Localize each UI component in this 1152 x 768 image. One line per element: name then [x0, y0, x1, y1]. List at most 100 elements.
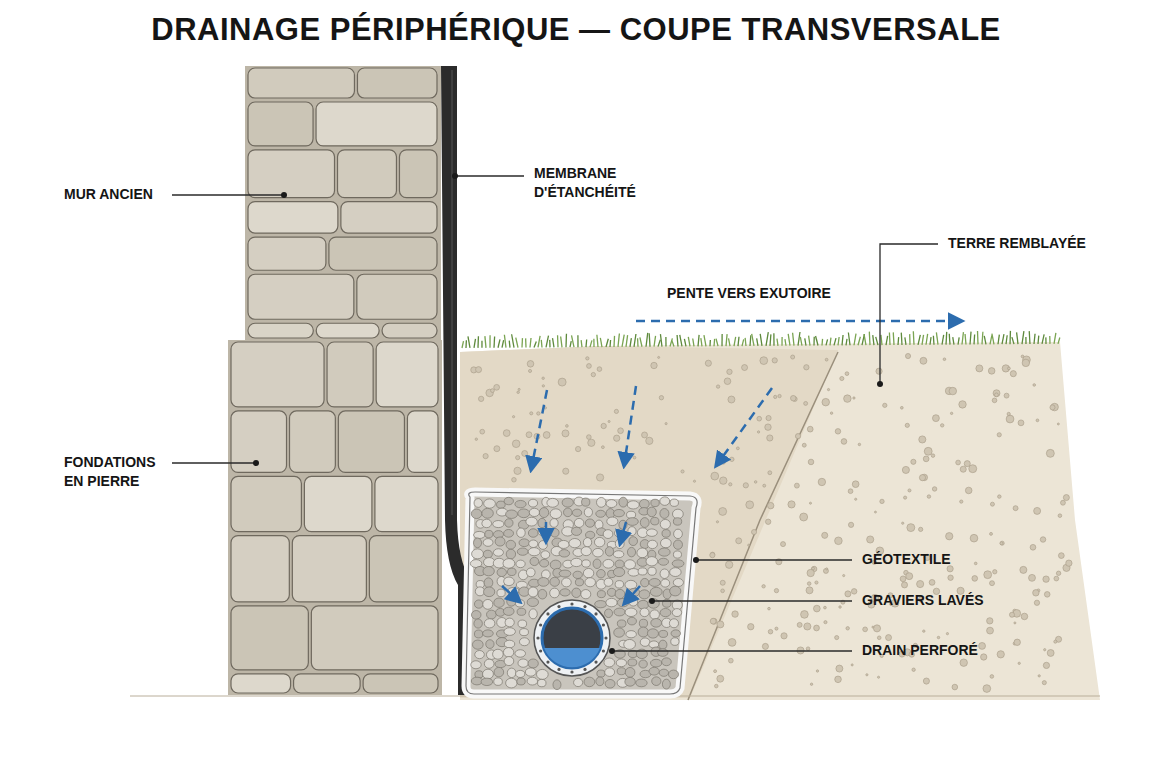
- pebble: [633, 456, 636, 459]
- grass-blade: [821, 339, 823, 346]
- pebble: [774, 588, 778, 592]
- pebble: [527, 361, 534, 368]
- gravel-stone: [538, 679, 546, 686]
- pebble: [970, 534, 978, 542]
- pebble: [900, 406, 903, 409]
- pebble: [767, 435, 773, 441]
- pebble: [981, 654, 987, 660]
- stone: [316, 323, 379, 338]
- trench-edge: [688, 352, 838, 700]
- pebble: [716, 385, 719, 388]
- pebble: [873, 625, 880, 632]
- grass-blade: [1034, 334, 1035, 344]
- gravel-stone: [507, 568, 516, 575]
- gravel-stone: [627, 511, 636, 518]
- grass-blade: [816, 336, 818, 346]
- gravel-stone: [483, 539, 493, 547]
- pebble: [781, 542, 786, 547]
- perforation: [602, 623, 605, 626]
- grass-blade: [649, 333, 651, 346]
- gravel-stone: [572, 588, 581, 598]
- part-label: PENTE VERS EXUTOIRE: [667, 284, 831, 303]
- pebble: [923, 630, 925, 632]
- grass-blade: [634, 334, 636, 347]
- gravel-stone: [585, 519, 594, 527]
- gravel-stone: [627, 501, 639, 509]
- gravel-stone: [518, 509, 530, 518]
- stone: [311, 606, 438, 670]
- grass-blade: [760, 334, 762, 346]
- pebble: [812, 567, 815, 570]
- grass-blade: [949, 334, 951, 345]
- gravel-stone: [648, 599, 660, 609]
- gravel-stone: [617, 620, 626, 627]
- leader-dots: [253, 173, 883, 654]
- gravel-stone: [603, 559, 614, 568]
- gravel-stone: [550, 560, 561, 569]
- gravel-stone: [673, 579, 683, 587]
- pebble: [813, 605, 820, 612]
- pebble: [720, 477, 727, 484]
- pebble: [823, 568, 828, 573]
- grass-blade: [1045, 337, 1046, 344]
- pebble: [904, 496, 907, 499]
- pebble: [591, 372, 595, 376]
- stone: [231, 342, 324, 407]
- pebble: [917, 580, 924, 587]
- gravel-stone: [658, 649, 668, 657]
- pebble: [866, 674, 868, 676]
- foundation-mortar: [228, 340, 442, 695]
- pebble: [1006, 415, 1014, 423]
- gravel-stone: [651, 499, 659, 506]
- pebble: [586, 357, 589, 360]
- pebble: [877, 636, 881, 640]
- pebble: [950, 412, 952, 414]
- pebble: [646, 437, 653, 444]
- pebble: [722, 460, 726, 464]
- gravel-stone: [615, 581, 623, 588]
- pebble: [902, 522, 904, 524]
- gravel-stone: [639, 590, 650, 599]
- pebble: [976, 365, 983, 372]
- grass-blade: [1029, 331, 1031, 344]
- pebble: [810, 683, 812, 685]
- gravel-stone: [615, 589, 625, 598]
- pebble: [907, 524, 915, 532]
- pebble: [867, 536, 874, 543]
- pebble: [912, 668, 915, 671]
- gravel-stone: [505, 519, 513, 527]
- gravel-stone: [637, 548, 648, 558]
- grass-blade: [945, 332, 947, 345]
- pebble: [804, 623, 811, 630]
- grass-blade: [716, 339, 718, 347]
- stone: [231, 536, 289, 602]
- gravel-stone: [475, 651, 485, 659]
- gravel-stone: [660, 497, 670, 506]
- perforation: [557, 668, 560, 671]
- gravel-stone: [626, 631, 636, 638]
- membrane-highlight: [452, 70, 453, 515]
- gravel-stone: [617, 668, 626, 675]
- pebble: [840, 376, 844, 380]
- perforation: [539, 623, 542, 626]
- gravel-stone: [605, 679, 615, 688]
- perforation: [536, 636, 539, 639]
- gravel-stone: [638, 627, 648, 637]
- gravel-stone: [494, 598, 505, 607]
- grass-blade: [630, 338, 631, 347]
- grass-blade: [504, 335, 506, 348]
- gravel-stone: [636, 679, 648, 687]
- gravel-stone: [639, 619, 647, 627]
- grass-blade: [1022, 331, 1024, 344]
- grass-blade: [766, 332, 768, 346]
- gravel-stone: [517, 678, 525, 685]
- grass-blade: [984, 336, 986, 345]
- gravel-stone: [550, 509, 562, 519]
- grass-blade: [570, 341, 571, 347]
- gravel-stone: [506, 678, 517, 688]
- pebble: [919, 527, 923, 531]
- gravel-stone: [613, 509, 624, 516]
- pebble: [614, 435, 620, 441]
- pebble: [872, 626, 874, 628]
- gravel-stone: [506, 540, 516, 549]
